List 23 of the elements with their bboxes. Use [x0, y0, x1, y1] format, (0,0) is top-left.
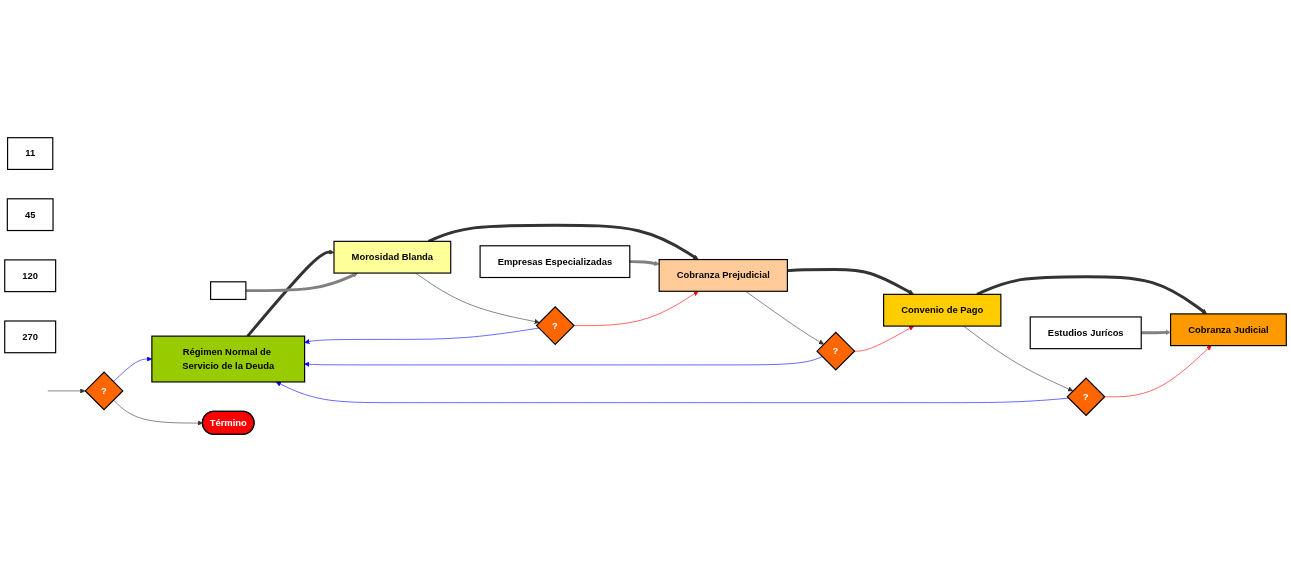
- node-box: Convenio de Pago: [883, 293, 1002, 327]
- arrow: [629, 259, 660, 266]
- arrow: [1141, 329, 1171, 335]
- node-diamond: ?: [84, 370, 124, 410]
- node-diamond: ?: [816, 331, 856, 371]
- arrow: [976, 274, 1207, 314]
- node-box: 120: [4, 258, 57, 292]
- node-box: Cobranza Judicial: [1170, 312, 1287, 346]
- node-diamond: ?: [535, 305, 575, 345]
- arrow: [787, 267, 914, 295]
- node-box: Cobranza Prejudicial: [658, 258, 788, 292]
- node-box: 270: [4, 319, 57, 353]
- arrow: [246, 249, 335, 337]
- node-box: 45: [6, 197, 54, 231]
- node-box: Estudios Jurícos: [1029, 315, 1142, 349]
- node-box: [210, 280, 247, 300]
- node-box: Empresas Especializadas: [479, 244, 631, 278]
- node-box: 11: [7, 136, 54, 170]
- arrow: [245, 272, 358, 292]
- node-box: Morosidad Blanda: [333, 240, 452, 274]
- node-diamond: ?: [1066, 376, 1106, 416]
- arrow: [428, 223, 699, 260]
- node-box: Régimen Normal de Servicio de la Deuda: [151, 335, 306, 383]
